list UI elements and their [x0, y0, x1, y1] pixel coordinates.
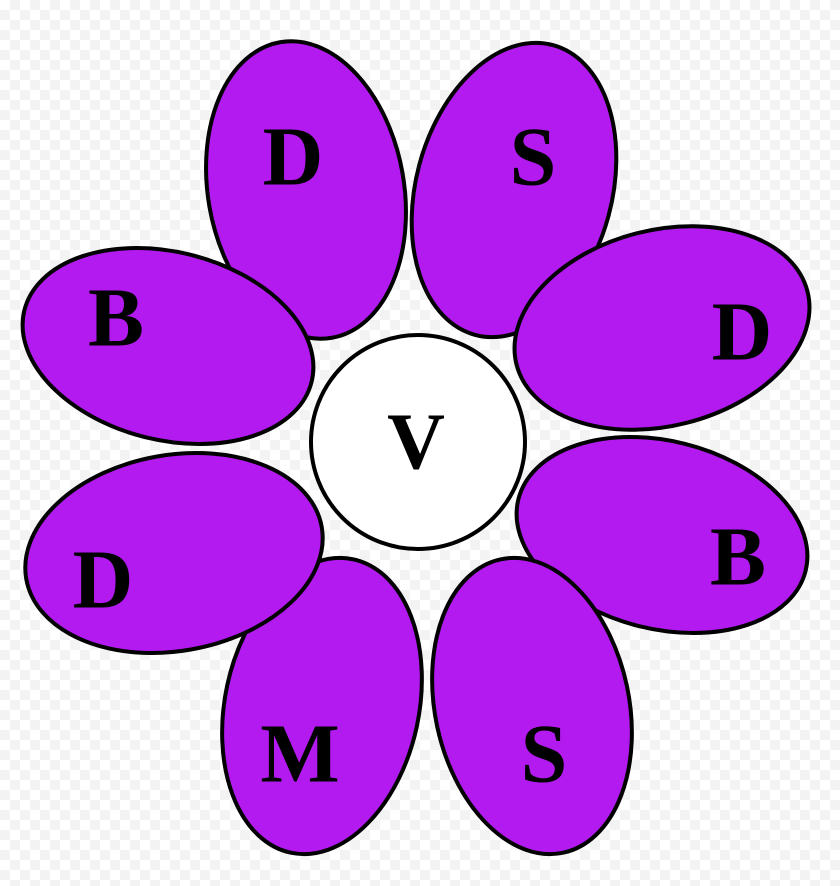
petal-shape [204, 39, 408, 341]
petal-shape [23, 451, 325, 655]
petal-bottom-right: S [430, 555, 634, 857]
petals-group: D S D B S M D [20, 39, 812, 857]
petal-bottom-left: M [220, 555, 424, 857]
petal-label: D [712, 285, 773, 378]
petal-label: B [710, 510, 766, 603]
petal-right-lower: B [514, 435, 810, 635]
petal-left-lower: D [23, 451, 325, 655]
petal-right-upper: D [512, 224, 812, 432]
petal-label: M [260, 707, 339, 800]
petal-label: D [73, 533, 134, 626]
petal-label: S [521, 707, 568, 800]
flower-center: V [309, 333, 527, 551]
petal-shape [514, 435, 810, 635]
petal-top-left: D [204, 39, 408, 341]
petal-shape [409, 40, 619, 340]
petal-label: B [88, 271, 144, 364]
petal-shape [220, 555, 424, 857]
center-label: V [387, 398, 445, 486]
petal-label: D [263, 110, 324, 203]
petal-shape [430, 555, 634, 857]
center-circle [309, 333, 527, 551]
petal-label: S [510, 110, 557, 203]
petal-shape [20, 246, 316, 446]
petal-left-upper: B [20, 246, 316, 446]
petal-top-right: S [409, 40, 619, 340]
petal-shape [512, 224, 812, 432]
